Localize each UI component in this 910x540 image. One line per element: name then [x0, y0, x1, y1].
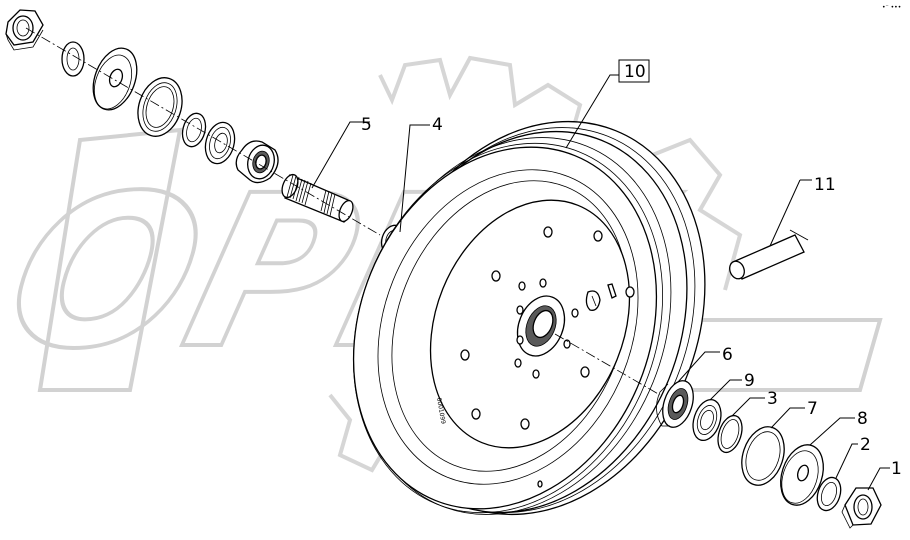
- callout-10-box: [618, 59, 650, 83]
- wheel-rim: 0001099: [352, 120, 706, 516]
- callout-9: 9: [744, 371, 755, 391]
- callout-labels: 5 4 10 11 6 9 3 7 8 2 1: [361, 59, 902, 479]
- callout-5: 5: [361, 115, 372, 135]
- small-washer-top: [61, 41, 85, 77]
- wheel-hub: [516, 295, 566, 357]
- bearing-6: [656, 380, 694, 428]
- hex-nut-1: [841, 487, 882, 529]
- callout-4: 4: [432, 115, 443, 135]
- ring-3: [717, 414, 743, 454]
- valve-stem: [607, 283, 617, 299]
- hub-clip: [585, 290, 601, 311]
- lower-right-parts: [656, 380, 882, 529]
- pin-11: [729, 179, 809, 280]
- callout-8: 8: [857, 409, 868, 429]
- callout-6: 6: [722, 345, 733, 365]
- seal-9: [692, 398, 722, 442]
- small-washer-2: [816, 476, 842, 512]
- callout-11: 11: [814, 175, 836, 195]
- seal-ring-top: [137, 77, 183, 137]
- flat-washer-top: [92, 47, 138, 111]
- callout-10: 10: [624, 62, 646, 82]
- seal-top: [204, 121, 236, 165]
- callout-1: 1: [891, 459, 902, 479]
- hex-nut-top: [5, 9, 44, 51]
- upper-left-parts: [5, 9, 406, 256]
- small-ring-top: [181, 112, 207, 148]
- flat-washer-8: [780, 444, 824, 506]
- leader-lines: [311, 74, 890, 491]
- seal-ring-7: [741, 426, 785, 486]
- corner-mark: •⁻ •••: [882, 4, 901, 11]
- callout-7: 7: [807, 399, 818, 419]
- callout-2: 2: [860, 435, 871, 455]
- callout-3: 3: [767, 389, 778, 409]
- wheel-stamp: 0001099: [435, 397, 447, 425]
- wheel-bolt-holes: [460, 226, 635, 488]
